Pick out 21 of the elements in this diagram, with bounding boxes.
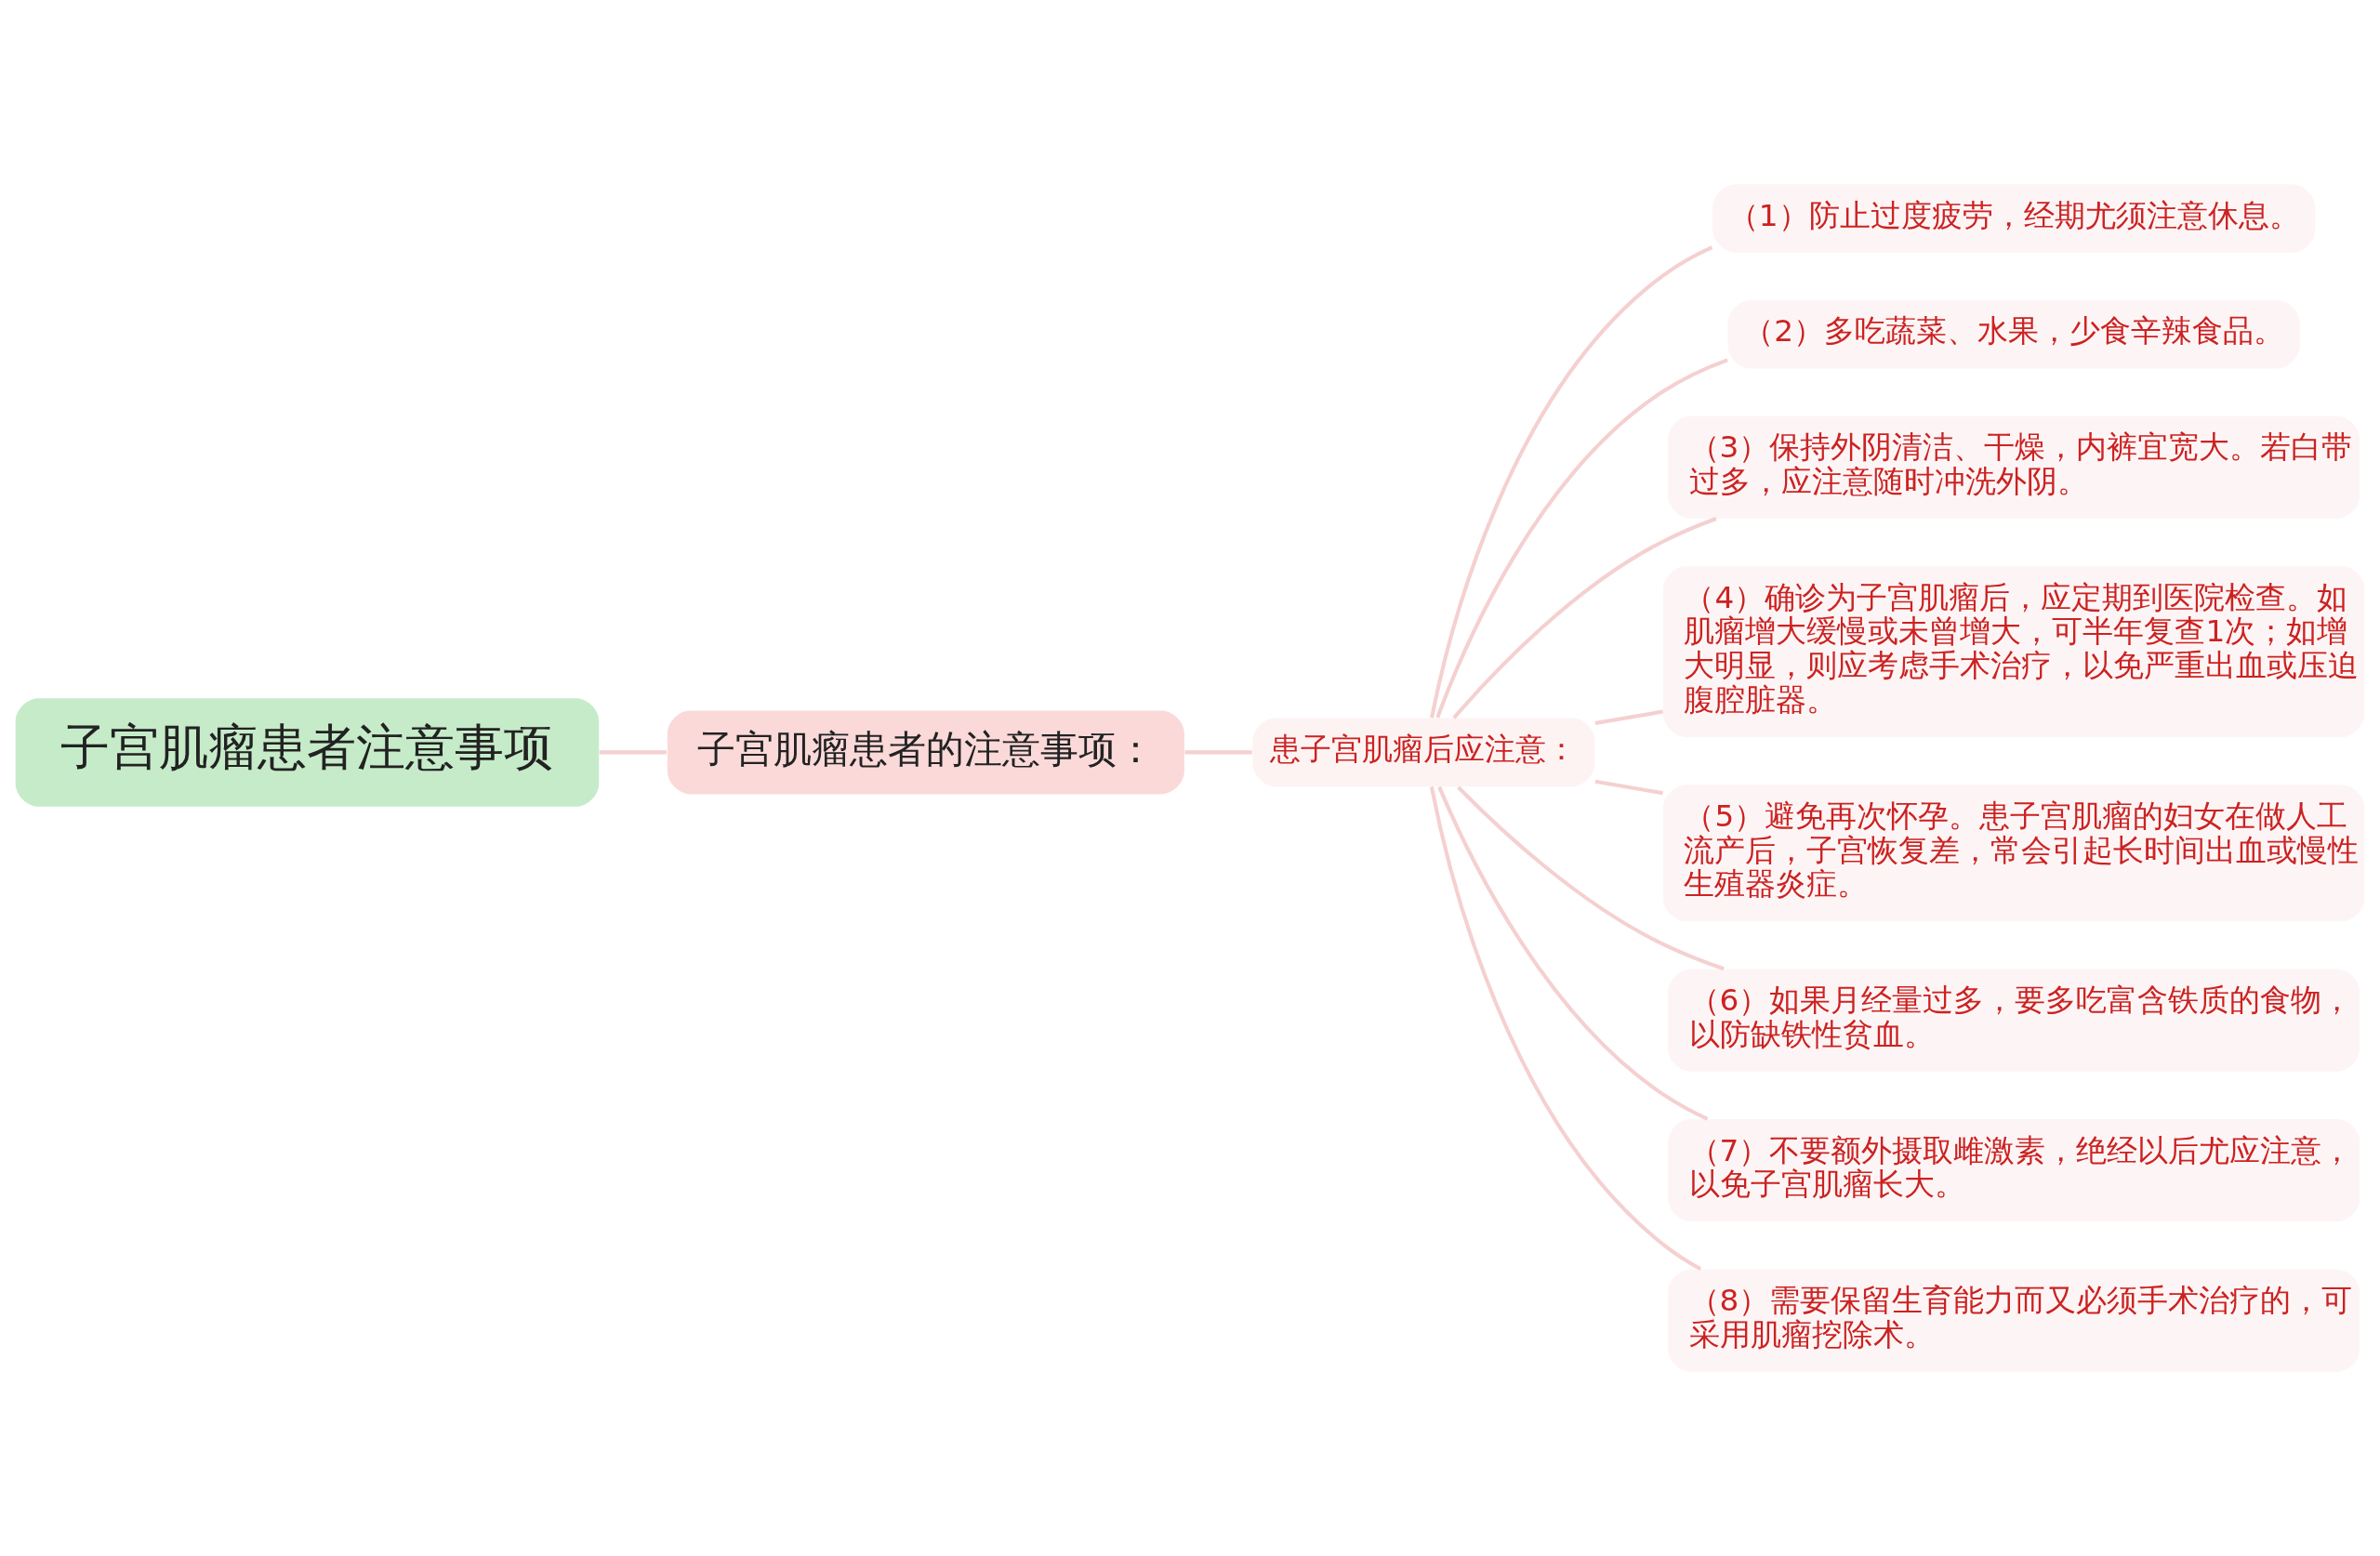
node-box: （8）需要保留生育能力而又必须手术治疗的，可采用肌瘤挖除术。 xyxy=(1668,1269,2360,1372)
node-box: （4）确诊为子宫肌瘤后，应定期到医院检查。如肌瘤增大缓慢或未曾增大，可半年复查1次；如增大明显，则应考虑手术治疗，以免严重出血或压迫腹腔脏器。 xyxy=(1663,566,2365,738)
connector xyxy=(1429,786,1702,1272)
node-box: （1）防止过度疲劳，经期尤须注意休息。 xyxy=(1712,184,2316,253)
node-box: （6）如果月经量过多，要多吃富含铁质的食物，以防缺铁性贫血。 xyxy=(1668,969,2360,1072)
node-box: （7）不要额外摄取雌激素，绝经以后尤应注意，以免子宫肌瘤长大。 xyxy=(1668,1118,2360,1222)
connector xyxy=(1184,750,1252,755)
connector xyxy=(1430,245,1713,719)
node-box: 子宫肌瘤患者注意事项 xyxy=(15,698,600,807)
node-box: （2）多吃蔬菜、水果，少食辛辣食品。 xyxy=(1727,299,2300,369)
connector xyxy=(1435,358,1728,719)
connector xyxy=(1437,785,1709,1121)
node-box: （3）保持外阴清洁、干燥，内裤宜宽大。若白带过多，应注意随时冲洗外阴。 xyxy=(1668,415,2360,519)
connector xyxy=(1457,785,1725,971)
connector xyxy=(599,750,667,755)
node-box: （5）避免再次怀孕。患子宫肌瘤的妇女在做人工流产后，子宫恢复差，常会引起长时间出血或慢性生殖器炎症。 xyxy=(1663,785,2365,922)
connector xyxy=(1452,517,1717,719)
node-box: 子宫肌瘤患者的注意事项： xyxy=(667,710,1184,795)
node-box: 患子宫肌瘤后应注意： xyxy=(1252,718,1595,787)
connector xyxy=(1594,709,1663,726)
connector xyxy=(1594,779,1663,796)
